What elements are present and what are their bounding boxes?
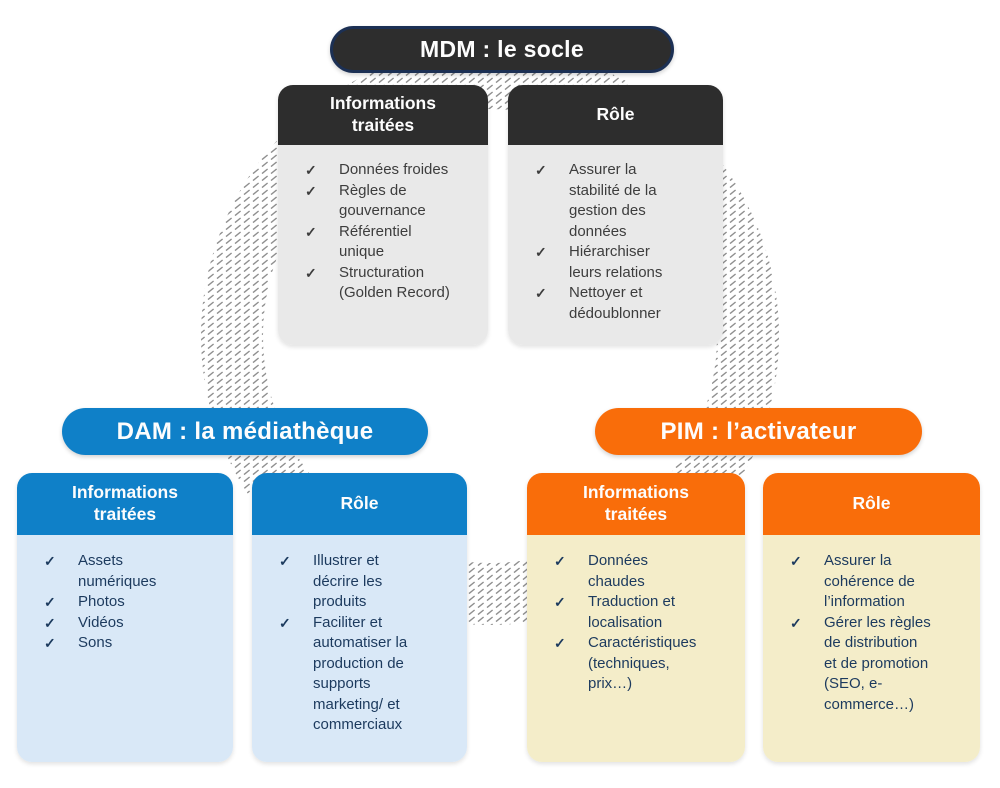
list-item-text: Faciliter et automatiser la production d… <box>313 613 408 734</box>
list-item-text: Données chaudes <box>588 552 649 590</box>
mdm-title-label: MDM : le socle <box>420 36 584 62</box>
check-icon: ✓ <box>535 162 547 178</box>
list-item: ✓ Assurer la stabilité de la gestion des… <box>535 160 715 242</box>
card-header-label: Informations traitées <box>583 482 689 524</box>
card-header-label: Rôle <box>596 104 635 125</box>
list-item: ✓ Traduction et localisation <box>554 592 737 633</box>
check-icon: ✓ <box>305 162 317 178</box>
list-item: ✓ Assets numériques <box>44 551 225 592</box>
dam-role-card: Rôle ✓ Illustrer et décrire les produits… <box>252 473 467 762</box>
list-item-text: Hiérarchiser leurs relations <box>569 243 663 281</box>
list-item: ✓ Vidéos <box>44 613 225 634</box>
list-item-text: Assurer la stabilité de la gestion des d… <box>569 161 657 240</box>
check-icon: ✓ <box>305 223 317 240</box>
list-item-text: Sons <box>78 634 113 651</box>
mdm-informations-card-body: ✓ Données froides ✓ Règles de gouvernanc… <box>278 145 488 345</box>
check-icon: ✓ <box>279 553 291 569</box>
list-item: ✓ Illustrer et décrire les produits <box>279 551 459 613</box>
list-item-text: Référentiel unique <box>339 222 412 261</box>
dam-informations-card: Informations traitées ✓ Assets numérique… <box>17 473 233 762</box>
dam-role-card-header: Rôle <box>252 473 467 535</box>
list-item-text: Assets numériques <box>78 552 157 590</box>
list-item-text: Traduction et localisation <box>588 593 675 631</box>
list-item: ✓ Faciliter et automatiser la production… <box>279 613 459 736</box>
card-header-label: Informations traitées <box>72 482 178 524</box>
list-item: ✓ Caractéristiques (techniques, prix…) <box>554 633 737 695</box>
list-item-text: Gérer les règles de distribution et de p… <box>824 613 931 713</box>
dam-informations-card-body: ✓ Assets numériques ✓ Photos ✓ Vidéos ✓ … <box>17 535 233 762</box>
dam-title-label: DAM : la médiathèque <box>116 417 374 445</box>
check-icon: ✓ <box>44 594 56 610</box>
list-item: ✓ Photos <box>44 592 225 613</box>
list-item-text: Photos <box>78 593 125 610</box>
pim-informations-card: Informations traitées ✓ Données chaudes … <box>527 473 745 762</box>
pim-informations-card-header: Informations traitées <box>527 473 745 535</box>
list-item: ✓ Structuration (Golden Record) <box>305 263 480 304</box>
list-item-text: Règles de gouvernance <box>339 181 426 220</box>
card-header-label: Informations traitées <box>330 93 436 135</box>
card-header-label: Rôle <box>852 493 891 514</box>
check-icon: ✓ <box>554 594 566 610</box>
check-icon: ✓ <box>535 285 547 301</box>
list-item-text: Illustrer et décrire les produits <box>313 552 383 610</box>
check-icon: ✓ <box>790 614 802 631</box>
list-item: ✓ Gérer les règles de distribution et de… <box>790 613 972 716</box>
check-icon: ✓ <box>44 553 56 569</box>
list-item-text: Structuration (Golden Record) <box>339 263 450 302</box>
check-icon: ✓ <box>44 635 56 651</box>
check-icon: ✓ <box>279 614 291 631</box>
check-icon: ✓ <box>305 182 317 199</box>
pim-role-card-body: ✓ Assurer la cohérence de l’information … <box>763 535 980 762</box>
pim-role-card: Rôle ✓ Assurer la cohérence de l’informa… <box>763 473 980 762</box>
check-icon: ✓ <box>535 244 547 260</box>
list-item: ✓ Hiérarchiser leurs relations <box>535 242 715 283</box>
dam-role-card-body: ✓ Illustrer et décrire les produits ✓ Fa… <box>252 535 467 762</box>
mdm-title-pill: MDM : le socle <box>330 26 674 73</box>
list-item-text: Nettoyer et dédoublonner <box>569 284 661 322</box>
list-item: ✓ Nettoyer et dédoublonner <box>535 283 715 324</box>
mdm-informations-card: Informations traitées ✓ Données froides … <box>278 85 488 345</box>
pim-title-pill: PIM : l’activateur <box>595 408 922 455</box>
pim-informations-card-body: ✓ Données chaudes ✓ Traduction et locali… <box>527 535 745 762</box>
check-icon: ✓ <box>790 553 802 569</box>
mdm-role-card-header: Rôle <box>508 85 723 145</box>
check-icon: ✓ <box>305 264 317 281</box>
card-header-label: Rôle <box>340 493 379 514</box>
list-item-text: Caractéristiques (techniques, prix…) <box>588 634 697 692</box>
list-item: ✓ Données chaudes <box>554 551 737 592</box>
mdm-role-card-body: ✓ Assurer la stabilité de la gestion des… <box>508 145 723 345</box>
list-item-text: Assurer la cohérence de l’information <box>824 552 915 610</box>
list-item-text: Vidéos <box>78 613 124 631</box>
mdm-role-card: Rôle ✓ Assurer la stabilité de la gestio… <box>508 85 723 345</box>
pim-title-label: PIM : l’activateur <box>660 417 857 445</box>
list-item: ✓ Assurer la cohérence de l’information <box>790 551 972 613</box>
list-item-text: Données froides <box>339 161 449 178</box>
dam-title-pill: DAM : la médiathèque <box>62 408 428 455</box>
list-item: ✓ Règles de gouvernance <box>305 181 480 222</box>
list-item: ✓ Sons <box>44 633 225 654</box>
dam-informations-card-header: Informations traitées <box>17 473 233 535</box>
check-icon: ✓ <box>44 614 56 631</box>
check-icon: ✓ <box>554 635 566 651</box>
pim-role-card-header: Rôle <box>763 473 980 535</box>
check-icon: ✓ <box>554 553 566 569</box>
list-item: ✓ Référentiel unique <box>305 222 480 263</box>
list-item: ✓ Données froides <box>305 160 480 181</box>
mdm-informations-card-header: Informations traitées <box>278 85 488 145</box>
